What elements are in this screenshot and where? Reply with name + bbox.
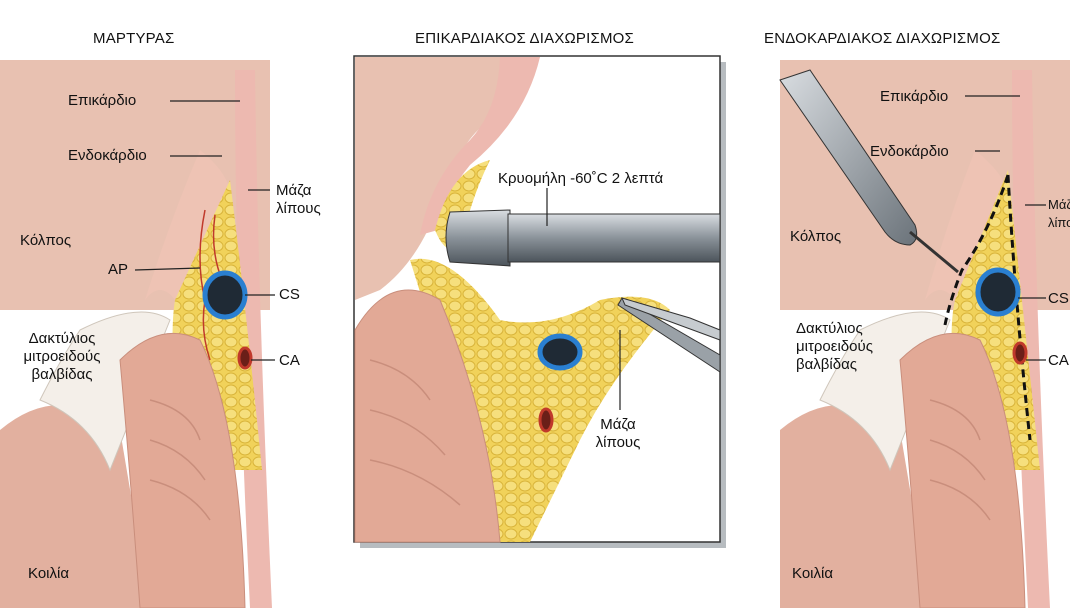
ca-vessel	[239, 348, 251, 368]
label-endocardium: Ενδοκάρδιο	[68, 147, 147, 165]
label-atrium-endo: Κόλπος	[790, 228, 841, 246]
panel-control: ΜΑΡΤΥΡΑΣ Επικάρδιο Ενδοκάρδιο Μάζα λίπου…	[0, 0, 340, 608]
epicardial-illustration	[350, 0, 728, 608]
ca-vessel	[540, 409, 552, 431]
label-ventricle-endo: Κοιλία	[792, 565, 833, 583]
label-cs-endo: CS	[1048, 290, 1069, 308]
label-endocardium-endo: Ενδοκάρδιο	[870, 143, 949, 161]
panel-title-endocardial: ΕΝΔΟΚΑΡΔΙΑΚΟΣ ΔΙΑΧΩΡΙΣΜΟΣ	[764, 30, 1000, 47]
panel-epicardial: ΕΠΙΚΑΡΔΙΑΚΟΣ ΔΙΑΧΩΡΙΣΜΟΣ Κρυομήλη -60˚C …	[350, 0, 728, 608]
label-cs: CS	[279, 286, 300, 304]
panel-title-epicardial: ΕΠΙΚΑΡΔΙΑΚΟΣ ΔΙΑΧΩΡΙΣΜΟΣ	[415, 30, 634, 47]
label-ventricle: Κοιλία	[28, 565, 69, 583]
label-mitral-ring-endo: Δακτύλιος μιτροειδούς βαλβίδας	[796, 320, 906, 374]
control-illustration	[0, 0, 340, 608]
ca-vessel	[1014, 343, 1026, 363]
cs-vessel	[978, 270, 1018, 314]
label-ca-endo: CA	[1048, 352, 1069, 370]
label-ap: AP	[108, 261, 128, 279]
label-mitral-ring: Δακτύλιος μιτροειδούς βαλβίδας	[12, 330, 112, 384]
panel-endocardial: ΕΝΔΟΚΑΡΔΙΑΚΟΣ ΔΙΑΧΩΡΙΣΜΟΣ Επικάρδιο Ενδο…	[750, 0, 1072, 608]
cs-vessel	[540, 336, 580, 368]
label-fat-mass: Μάζα λίπους	[276, 182, 336, 218]
cs-vessel	[205, 273, 245, 317]
label-fat-mass-endo: Μάζα λίπους	[1048, 196, 1070, 232]
label-epicardium-endo: Επικάρδιο	[880, 88, 948, 106]
label-cryoprobe: Κρυομήλη -60˚C 2 λεπτά	[498, 170, 663, 188]
label-ca: CA	[279, 352, 300, 370]
label-atrium: Κόλπος	[20, 232, 71, 250]
label-epicardium: Επικάρδιο	[68, 92, 136, 110]
cryoprobe-shaft	[508, 214, 720, 262]
label-fat-mass-epicardial: Μάζα λίπους	[588, 416, 648, 452]
panel-title-control: ΜΑΡΤΥΡΑΣ	[93, 30, 174, 47]
cryoprobe-tip	[446, 210, 510, 266]
